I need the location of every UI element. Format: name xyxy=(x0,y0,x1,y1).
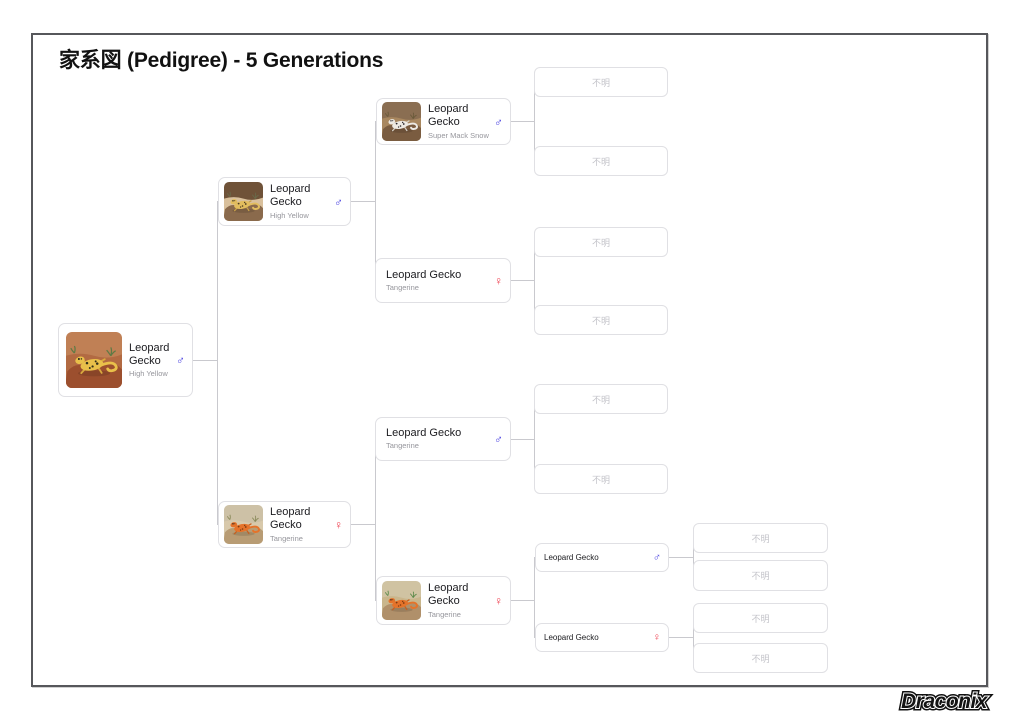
unknown-node[interactable]: 不明 xyxy=(534,146,668,176)
male-symbol-icon: ♂ xyxy=(494,432,503,446)
draconix-logo-text: Draconix xyxy=(901,690,987,713)
morph-label: Tangerine xyxy=(428,609,461,619)
gecko-photo xyxy=(382,581,421,620)
male-symbol-icon: ♂ xyxy=(494,114,503,129)
pedigree-node-dam-dam[interactable]: Leopard Gecko Tangerine ♀ xyxy=(376,576,511,625)
unknown-node[interactable]: 不明 xyxy=(693,643,828,673)
connector-line xyxy=(375,121,376,281)
species-label: Leopard Gecko xyxy=(270,183,311,209)
unknown-node[interactable]: 不明 xyxy=(534,305,668,335)
connector-line xyxy=(351,201,376,202)
pedigree-node-sire[interactable]: Leopard Gecko High Yellow ♂ xyxy=(218,177,351,226)
female-symbol-icon: ♀ xyxy=(652,631,661,643)
morph-label: Tangerine xyxy=(386,282,419,292)
pedigree-node-dam-dam-dam[interactable]: Leopard Gecko ♀ xyxy=(535,623,669,652)
node-info: Leopard Gecko Tangerine xyxy=(376,427,510,450)
connector-line xyxy=(693,618,694,658)
chart-title: 家系図 (Pedigree) - 5 Generations xyxy=(59,49,384,72)
unknown-label: 不明 xyxy=(591,156,610,167)
connector-line xyxy=(511,439,535,440)
morph-label: Tangerine xyxy=(270,533,303,543)
species-label: Leopard Gecko xyxy=(428,103,469,129)
pedigree-node-dam-dam-sire[interactable]: Leopard Gecko ♂ xyxy=(535,543,669,572)
connector-line xyxy=(375,439,376,601)
connector-line xyxy=(534,399,535,479)
pedigree-node-dam[interactable]: Leopard Gecko Tangerine ♀ xyxy=(218,501,351,548)
male-symbol-icon: ♂ xyxy=(176,353,185,367)
morph-label: High Yellow xyxy=(129,369,168,379)
pedigree-node-dam-sire[interactable]: Leopard Gecko Tangerine ♂ xyxy=(375,417,511,461)
node-info: Leopard Gecko Tangerine xyxy=(376,269,510,292)
gecko-photo xyxy=(224,182,263,221)
unknown-node[interactable]: 不明 xyxy=(693,603,828,633)
unknown-node[interactable]: 不明 xyxy=(534,464,668,494)
pedigree-node-sire-sire[interactable]: Leopard Gecko Super Mack Snow ♂ xyxy=(376,98,511,145)
unknown-node[interactable]: 不明 xyxy=(534,67,668,97)
unknown-node[interactable]: 不明 xyxy=(693,560,828,591)
unknown-label: 不明 xyxy=(751,613,770,624)
node-info: Leopard Gecko High Yellow xyxy=(122,342,192,379)
male-symbol-icon: ♂ xyxy=(334,194,343,209)
gecko-photo xyxy=(382,102,421,141)
node-info: Leopard Gecko Super Mack Snow xyxy=(421,103,510,140)
species-label: Leopard Gecko xyxy=(386,427,462,440)
node-info: Leopard Gecko Tangerine xyxy=(421,582,510,619)
node-info: Leopard Gecko Tangerine xyxy=(263,506,350,543)
connector-line xyxy=(534,557,535,638)
species-label: Leopard Gecko xyxy=(270,506,311,532)
male-symbol-icon: ♂ xyxy=(652,551,661,563)
connector-line xyxy=(669,557,694,558)
species-label: Leopard Gecko xyxy=(544,552,599,562)
connector-line xyxy=(511,121,535,122)
species-label: Leopard Gecko xyxy=(428,582,469,608)
unknown-label: 不明 xyxy=(591,315,610,326)
pedigree-node-root[interactable]: Leopard Gecko High Yellow ♂ xyxy=(58,323,193,397)
connector-line xyxy=(511,600,535,601)
unknown-label: 不明 xyxy=(591,237,610,248)
morph-label: High Yellow xyxy=(270,210,309,220)
unknown-label: 不明 xyxy=(751,533,770,544)
unknown-node[interactable]: 不明 xyxy=(534,227,668,257)
species-label: Leopard Gecko xyxy=(129,341,170,367)
connector-line xyxy=(534,242,535,320)
draconix-logo: Draconix Draconix Draconix xyxy=(867,688,990,716)
unknown-node[interactable]: 不明 xyxy=(534,384,668,414)
morph-label: Tangerine xyxy=(386,441,419,451)
draconix-logo-text: Draconix xyxy=(900,689,988,714)
node-info: Leopard Gecko xyxy=(536,633,668,643)
unknown-label: 不明 xyxy=(591,394,610,405)
connector-line xyxy=(511,280,535,281)
connector-line xyxy=(193,360,218,361)
draconix-logo-text: Draconix xyxy=(899,688,990,716)
node-info: Leopard Gecko xyxy=(536,553,668,563)
connector-line xyxy=(669,637,694,638)
unknown-label: 不明 xyxy=(751,653,770,664)
female-symbol-icon: ♀ xyxy=(334,517,343,532)
connector-line xyxy=(351,524,376,525)
unknown-label: 不明 xyxy=(591,77,610,88)
species-label: Leopard Gecko xyxy=(544,632,599,642)
pedigree-node-sire-dam[interactable]: Leopard Gecko Tangerine ♀ xyxy=(375,258,511,303)
connector-line xyxy=(217,201,218,525)
female-symbol-icon: ♀ xyxy=(494,593,503,608)
female-symbol-icon: ♀ xyxy=(494,273,503,288)
connector-line xyxy=(693,538,694,576)
species-label: Leopard Gecko xyxy=(386,268,462,281)
gecko-photo xyxy=(66,332,122,388)
unknown-label: 不明 xyxy=(751,571,770,581)
gecko-photo xyxy=(224,505,263,544)
unknown-label: 不明 xyxy=(591,474,610,485)
node-info: Leopard Gecko High Yellow xyxy=(263,183,350,220)
morph-label: Super Mack Snow xyxy=(428,130,489,140)
unknown-node[interactable]: 不明 xyxy=(693,523,828,553)
connector-line xyxy=(534,82,535,161)
